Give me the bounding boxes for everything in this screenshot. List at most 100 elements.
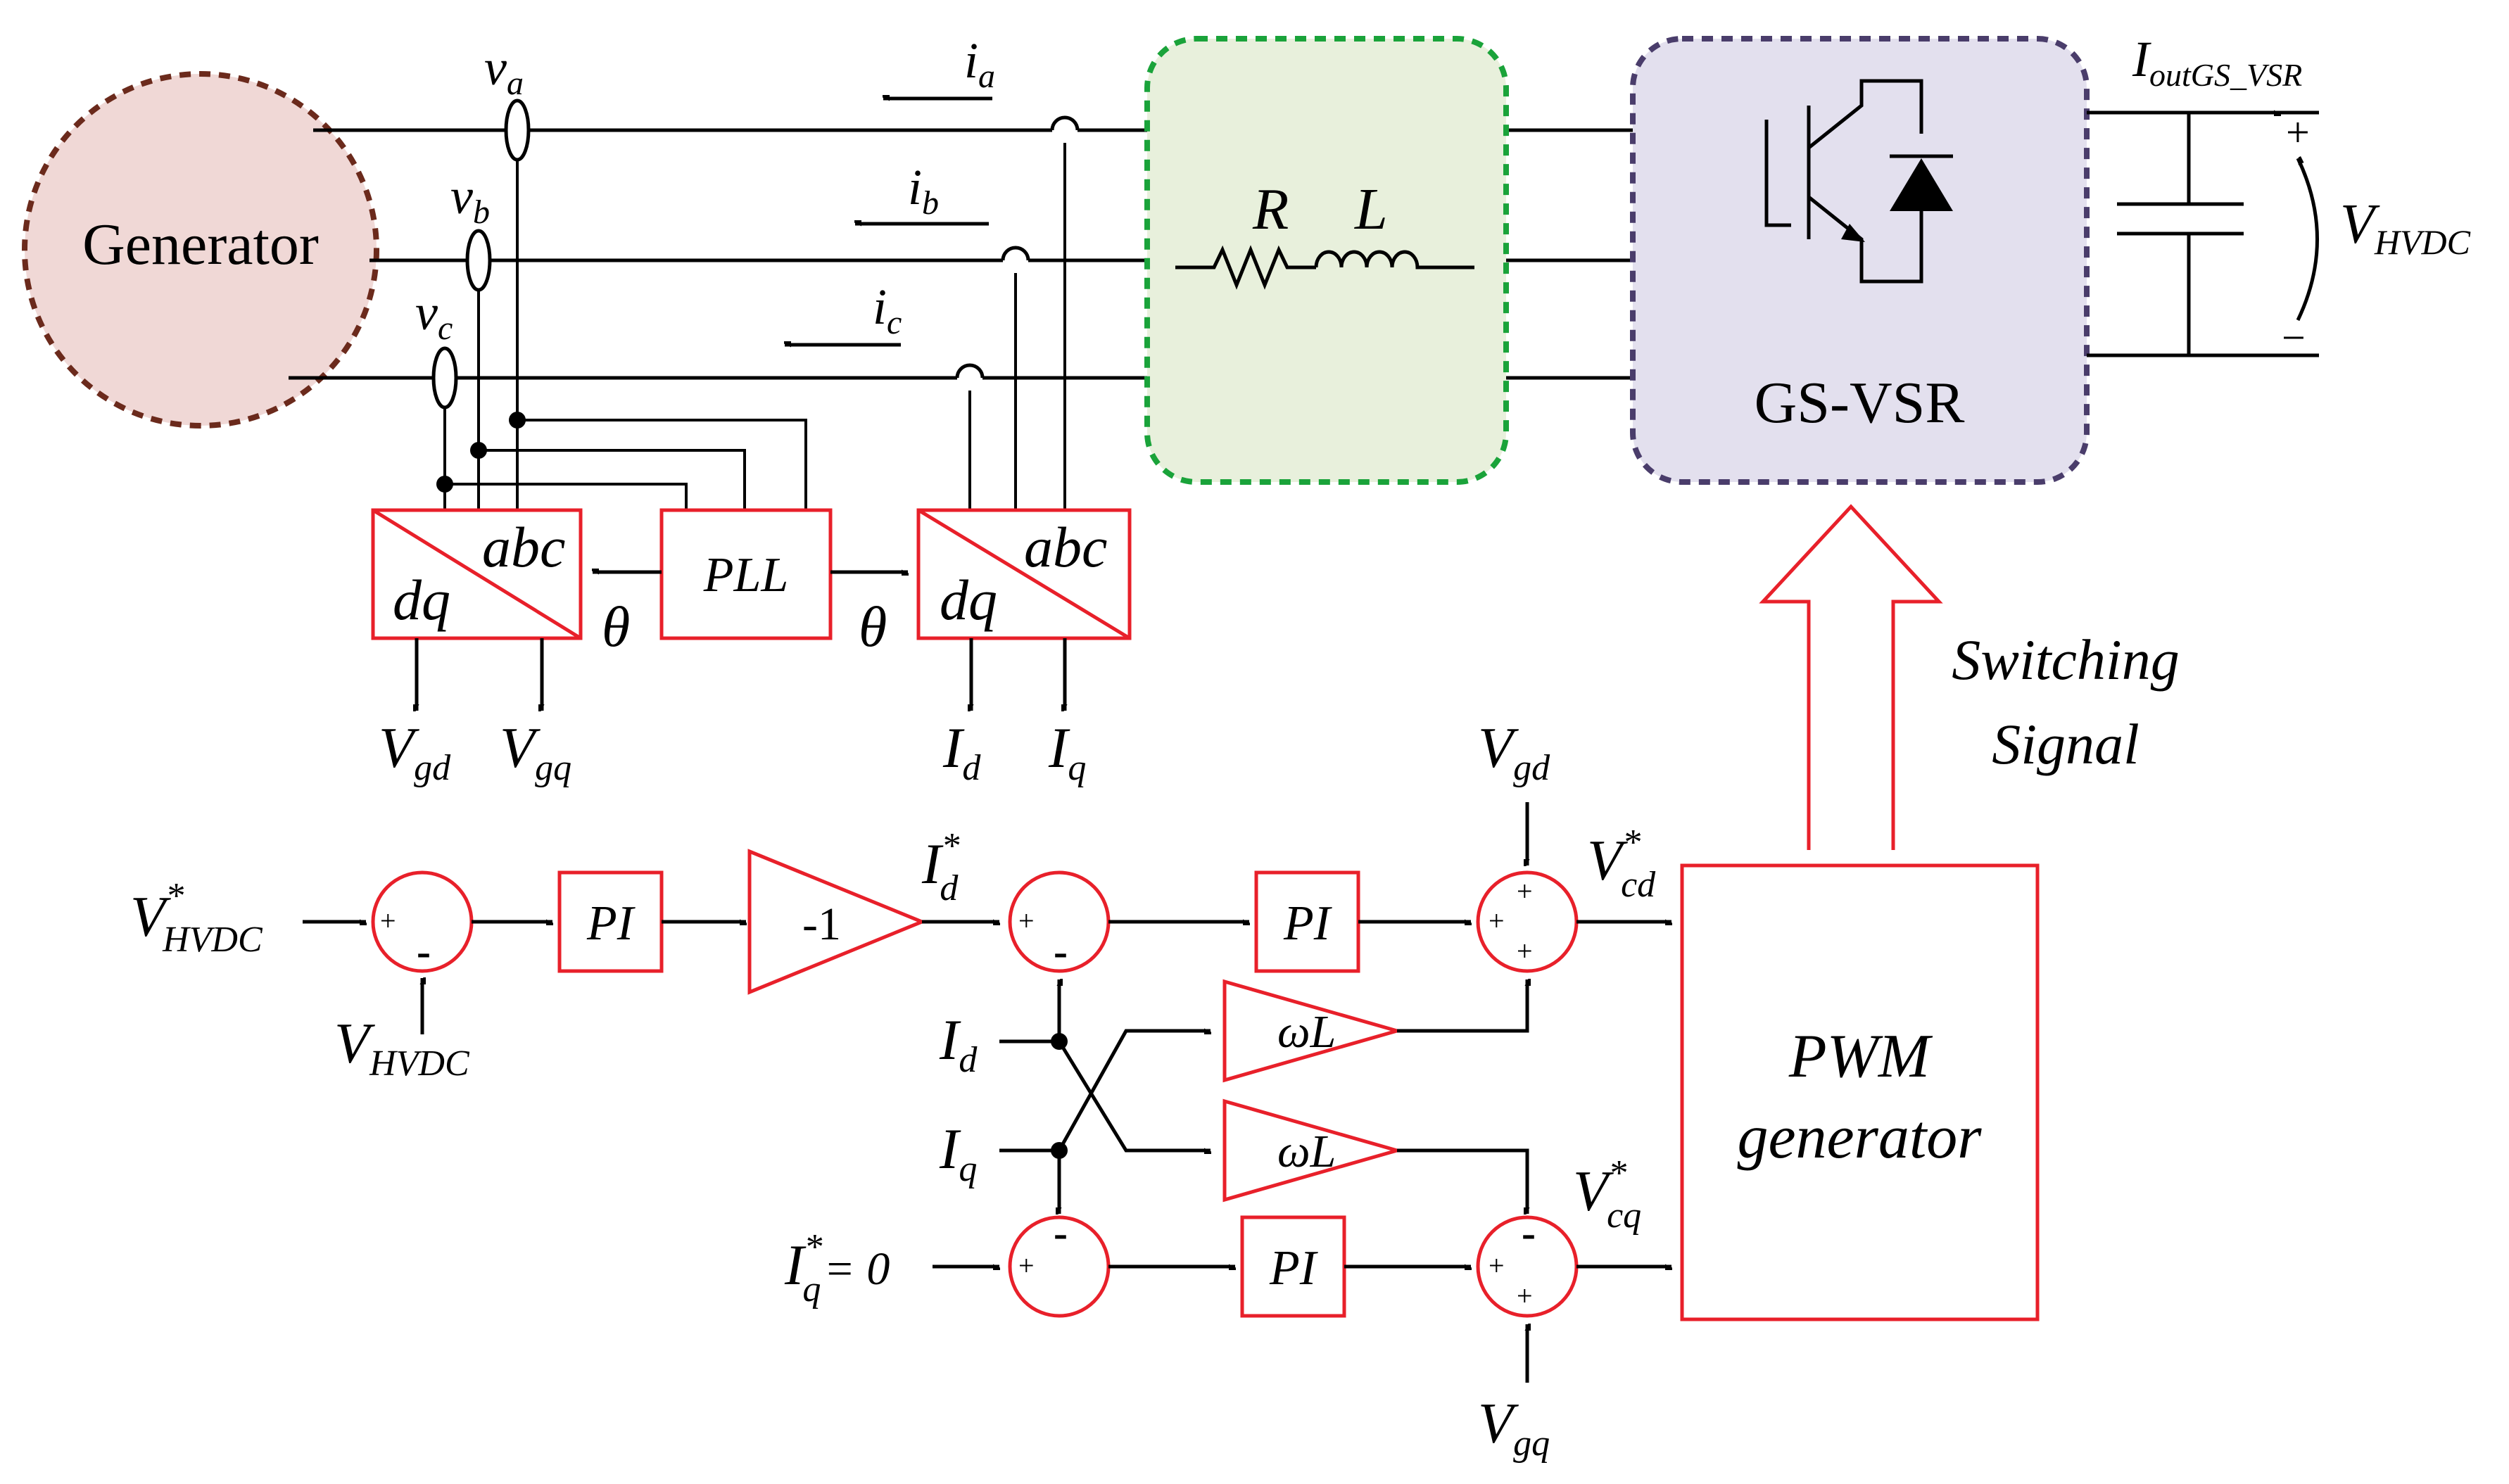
svg-text:+: + — [1018, 905, 1035, 937]
svg-text:PI: PI — [1283, 896, 1333, 951]
svg-text:IoutGS_VSR: IoutGS_VSR — [2132, 31, 2302, 93]
svg-text:Iq: Iq — [1048, 716, 1086, 788]
svg-text:V*HVDC: V*HVDC — [130, 876, 263, 960]
dc-minus: − — [2282, 315, 2306, 361]
pll-wiring — [436, 412, 807, 510]
switching-signal: Switching Signal — [1759, 504, 2180, 850]
ic-label: i — [873, 279, 887, 335]
wl-gain-bottom — [1222, 1098, 1404, 1203]
svg-text:va: va — [484, 39, 524, 102]
pll-label: PLL — [703, 548, 789, 602]
dc-plus: + — [2286, 109, 2310, 156]
generator: Generator — [22, 71, 379, 429]
q-axis-loop: I*q= 0 + - PI - + + Vgq V*cq — [784, 1153, 1671, 1464]
vgd-label: V — [1478, 716, 1519, 780]
svg-text:V*cd: V*cd — [1587, 823, 1656, 905]
iout-label: I — [2132, 31, 2151, 87]
igbt-diode-icon — [1764, 79, 1953, 284]
theta-left: θ — [602, 595, 630, 659]
svg-text:PI: PI — [1269, 1241, 1319, 1295]
pll-block: PLL θ θ — [593, 508, 908, 659]
vhvdc-ref-label: V — [130, 884, 171, 949]
id-ref-label: I — [921, 832, 944, 896]
iq-ref-label: I — [784, 1233, 807, 1297]
svg-text:-1: -1 — [802, 899, 841, 950]
theta-right: θ — [859, 595, 887, 659]
iq-out-label: I — [1048, 716, 1070, 780]
iq-fb-label: I — [939, 1117, 961, 1181]
vcd-label: V — [1587, 828, 1628, 892]
vc-label: v — [415, 284, 438, 341]
va-label: v — [484, 39, 507, 96]
svg-text:V*cq: V*cq — [1573, 1153, 1641, 1236]
svg-text:PI: PI — [586, 896, 636, 951]
cross-coupling: Id Iq ωL ωL — [939, 979, 1527, 1214]
abc-label-right: abc — [1024, 515, 1107, 579]
svg-text:ωL: ωL — [1277, 1126, 1336, 1177]
vb-label: v — [450, 168, 473, 224]
svg-text:Id: Id — [939, 1008, 978, 1080]
resistor-label: R — [1252, 177, 1289, 242]
voltage-labels: va vb vc — [415, 39, 524, 347]
rl-filter: R L — [1144, 36, 1509, 485]
gain-block — [747, 849, 927, 995]
pwm-generator: PWM generator — [1680, 863, 2040, 1321]
svg-text:+: + — [1517, 935, 1533, 967]
svg-text:VHVDC: VHVDC — [334, 1011, 470, 1084]
svg-text:Vgq: Vgq — [1478, 1391, 1550, 1464]
svg-text:Vgd: Vgd — [379, 716, 451, 788]
svg-text:I*q= 0: I*q= 0 — [784, 1227, 890, 1309]
switching-line2: Signal — [1992, 712, 2140, 776]
svg-text:Iq: Iq — [939, 1117, 977, 1189]
gs-vsr-converter: GS-VSR — [1630, 36, 2090, 485]
vhvdc-label: V — [2340, 194, 2380, 255]
svg-text:+: + — [380, 905, 396, 937]
svg-text:+: + — [1517, 1280, 1533, 1312]
svg-text:ωL: ωL — [1277, 1006, 1336, 1058]
svg-text:Id: Id — [942, 716, 981, 788]
svg-text:+: + — [1489, 905, 1505, 937]
svg-text:Vgd: Vgd — [1478, 716, 1550, 788]
svg-text:Vgq: Vgq — [500, 716, 571, 788]
ia-label: i — [964, 32, 978, 89]
phase-lines — [289, 115, 1633, 380]
generator-label: Generator — [82, 212, 319, 277]
id-fb-label: I — [939, 1008, 961, 1072]
svg-text:+: + — [1489, 1250, 1505, 1281]
svg-text:-: - — [1054, 1210, 1068, 1256]
dq-label: dq — [393, 568, 450, 632]
dc-link: IoutGS_VSR + − VHVDC — [2087, 31, 2471, 361]
svg-text:ia: ia — [964, 32, 995, 95]
svg-text:-: - — [1522, 1210, 1536, 1256]
current-arrows: ia ib ic — [785, 32, 995, 345]
svg-text:I*d: I*d — [921, 826, 959, 908]
abc-dq-transform-right: abc dq Id Iq — [916, 508, 1132, 788]
inductor-label: L — [1354, 177, 1388, 242]
vhvdc-fb-label: V — [334, 1011, 375, 1075]
pwm-line1: PWM — [1788, 1022, 1933, 1091]
svg-text:vc: vc — [415, 284, 453, 347]
svg-text:ic: ic — [873, 279, 902, 341]
switching-line1: Switching — [1952, 628, 2179, 692]
inductor-symbol — [1314, 250, 1474, 269]
id-out-label: I — [942, 716, 965, 780]
svg-text:ib: ib — [908, 159, 939, 222]
svg-text:+: + — [1018, 1250, 1035, 1281]
ib-label: i — [908, 159, 922, 215]
svg-text:+: + — [1517, 875, 1533, 907]
abc-label: abc — [482, 515, 565, 579]
vgd-out-label: V — [379, 716, 419, 780]
abc-dq-transform-left: abc dq Vgd Vgq — [371, 508, 583, 788]
pi-iq — [1240, 1215, 1346, 1318]
svg-text:vb: vb — [450, 168, 490, 231]
d-axis-loop: + - PI + + + Vgd V*cd — [1008, 716, 1671, 975]
dc-voltage-loop: V*HVDC + - VHVDC PI -1 I*d — [130, 826, 999, 1084]
pi-id — [1254, 870, 1360, 973]
wl-gain-top — [1222, 979, 1404, 1083]
svg-text:-: - — [417, 928, 431, 975]
svg-text:-: - — [1054, 928, 1068, 975]
vcq-label: V — [1573, 1159, 1614, 1223]
dq-label-right: dq — [940, 568, 997, 632]
svg-text:VHVDC: VHVDC — [2340, 194, 2471, 262]
